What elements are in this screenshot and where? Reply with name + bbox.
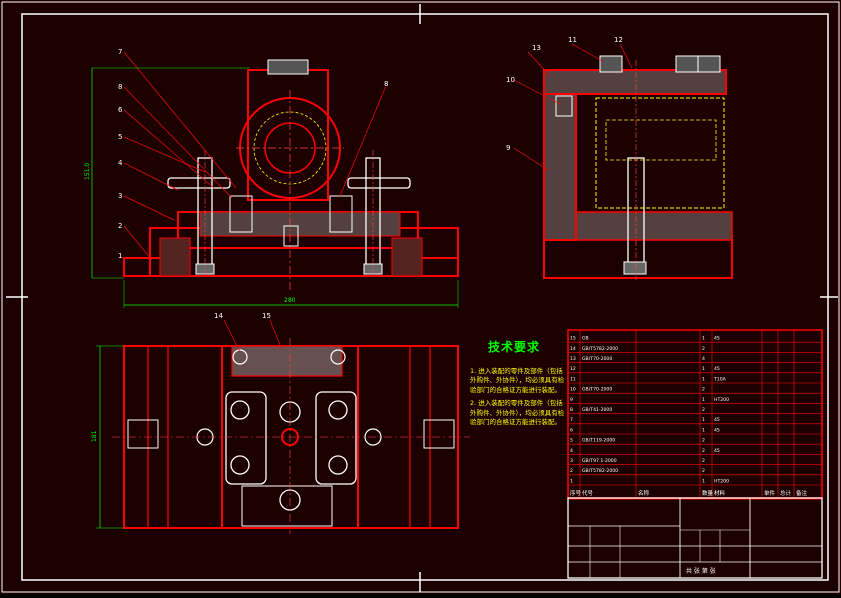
front-view-balloon: 8	[384, 80, 388, 88]
bom-cell: 2	[702, 346, 705, 352]
bom-cell: 4	[702, 356, 705, 362]
front-view-balloon: 8	[118, 83, 122, 91]
bom-cell: 11	[570, 376, 576, 382]
bom-cell: 12	[570, 366, 576, 372]
bom-cell: 3	[570, 458, 573, 464]
bom-cell: 45	[714, 427, 720, 433]
bom-cell: 1	[570, 478, 573, 484]
front-view-balloon: 5	[118, 133, 122, 141]
bom-cell: 6	[570, 427, 573, 433]
bom-cell: 1	[702, 366, 705, 372]
sheet-count-label: 共 张 第 张	[686, 567, 716, 575]
plan-view-balloon: 15	[262, 312, 271, 320]
technical-requirement-item: 2. 进入装配的零件及部件（包括外购件、外协件），均必须具有检验部门的合格证方能…	[470, 399, 565, 426]
front-view-balloon: 3	[118, 192, 122, 200]
bom-cell: 4	[570, 448, 573, 454]
front-height-dimension: 151.0	[84, 163, 91, 180]
front-view-balloon: 1	[118, 252, 122, 260]
bom-cell: 1	[702, 397, 705, 403]
bom-cell: 45	[714, 336, 720, 342]
bom-header-cell: 序号	[570, 489, 582, 497]
bom-cell: 45	[714, 417, 720, 423]
bom-header-cell: 单件	[764, 489, 776, 497]
title-block: 共 张 第 张	[567, 497, 823, 579]
bom-cell: 7	[570, 417, 573, 423]
front-view-balloon: 6	[118, 106, 123, 114]
bom-header-cell: 数量	[702, 489, 714, 497]
technical-requirements: 技术要求 1. 进入装配的零件及部件（包括外购件、外协件），均必须具有检验部门的…	[470, 340, 565, 432]
bom-cell: 1	[702, 336, 705, 342]
front-view-balloon: 2	[118, 222, 122, 230]
bom-header-cell: 材料	[714, 489, 726, 497]
front-view-balloon: 4	[118, 159, 123, 167]
bom-cell: 45	[714, 366, 720, 372]
side-view-balloon: 10	[506, 76, 515, 84]
bom-cell: 1	[702, 417, 705, 423]
bom-cell: 2	[702, 448, 705, 454]
technical-requirement-item: 1. 进入装配的零件及部件（包括外购件、外协件），均必须具有检验部门的合格证方能…	[470, 366, 565, 394]
bom-cell: 1	[702, 427, 705, 433]
bom-header-cell: 总计	[780, 489, 792, 497]
bom-cell: GB/T70-2000	[582, 387, 612, 393]
bom-header-cell: 名称	[638, 489, 650, 497]
bom-cell: 8	[570, 407, 573, 413]
front-width-dimension: 280	[284, 297, 296, 304]
bom-cell: 13	[570, 356, 576, 362]
bom-cell: 2	[702, 438, 705, 444]
bom-cell: 2	[702, 387, 705, 393]
bom-cell: HT200	[714, 478, 729, 484]
bom-cell: GB/T5782-2000	[582, 346, 618, 352]
bom-cell: GB/T70-2000	[582, 356, 612, 362]
side-view-balloon: 11	[568, 36, 577, 44]
bom-cell: 2	[702, 407, 705, 413]
bom-cell: 9	[570, 397, 573, 403]
bom-cell: 1	[702, 376, 705, 382]
bom-cell: 15	[570, 336, 576, 342]
bom-cell: 2	[702, 468, 705, 474]
bom-cell: HT200	[714, 397, 729, 403]
side-view-balloon: 12	[614, 36, 623, 44]
plan-height-dimension: 181	[91, 430, 98, 442]
front-view-balloon: 7	[118, 48, 122, 56]
side-view-balloon: 13	[532, 44, 541, 52]
bom-cell: GB/T5782-2000	[582, 468, 618, 474]
bom-cell: 1	[702, 478, 705, 484]
bom-header-cell: 备注	[796, 489, 808, 497]
bom-cell: T10A	[713, 376, 727, 382]
plan-view: 14 15 181	[91, 312, 470, 534]
bom-cell: 14	[570, 346, 576, 352]
bom-cell: 10	[570, 387, 576, 393]
bom-cell: GB/T119-2000	[582, 438, 615, 444]
plan-view-balloon: 14	[214, 312, 223, 320]
technical-requirements-title: 技术要求	[488, 340, 541, 354]
bom-cell: 2	[570, 468, 573, 474]
bom-cell: GB/T41-2000	[582, 407, 612, 413]
bom-cell: 2	[702, 458, 705, 464]
bom-cell: 5	[570, 438, 573, 444]
side-view-balloon: 9	[506, 144, 510, 152]
bom-cell: 45	[714, 448, 720, 454]
side-view: 11 12 13 10 9	[506, 36, 733, 280]
bom-header-cell: 代号	[582, 489, 594, 497]
front-view: 7 8 6 5 4 3 2 1 8 151.0 280	[84, 48, 459, 308]
bom-cell: GB/T97.1-2000	[582, 458, 617, 464]
bom-cell: GB	[582, 336, 589, 342]
